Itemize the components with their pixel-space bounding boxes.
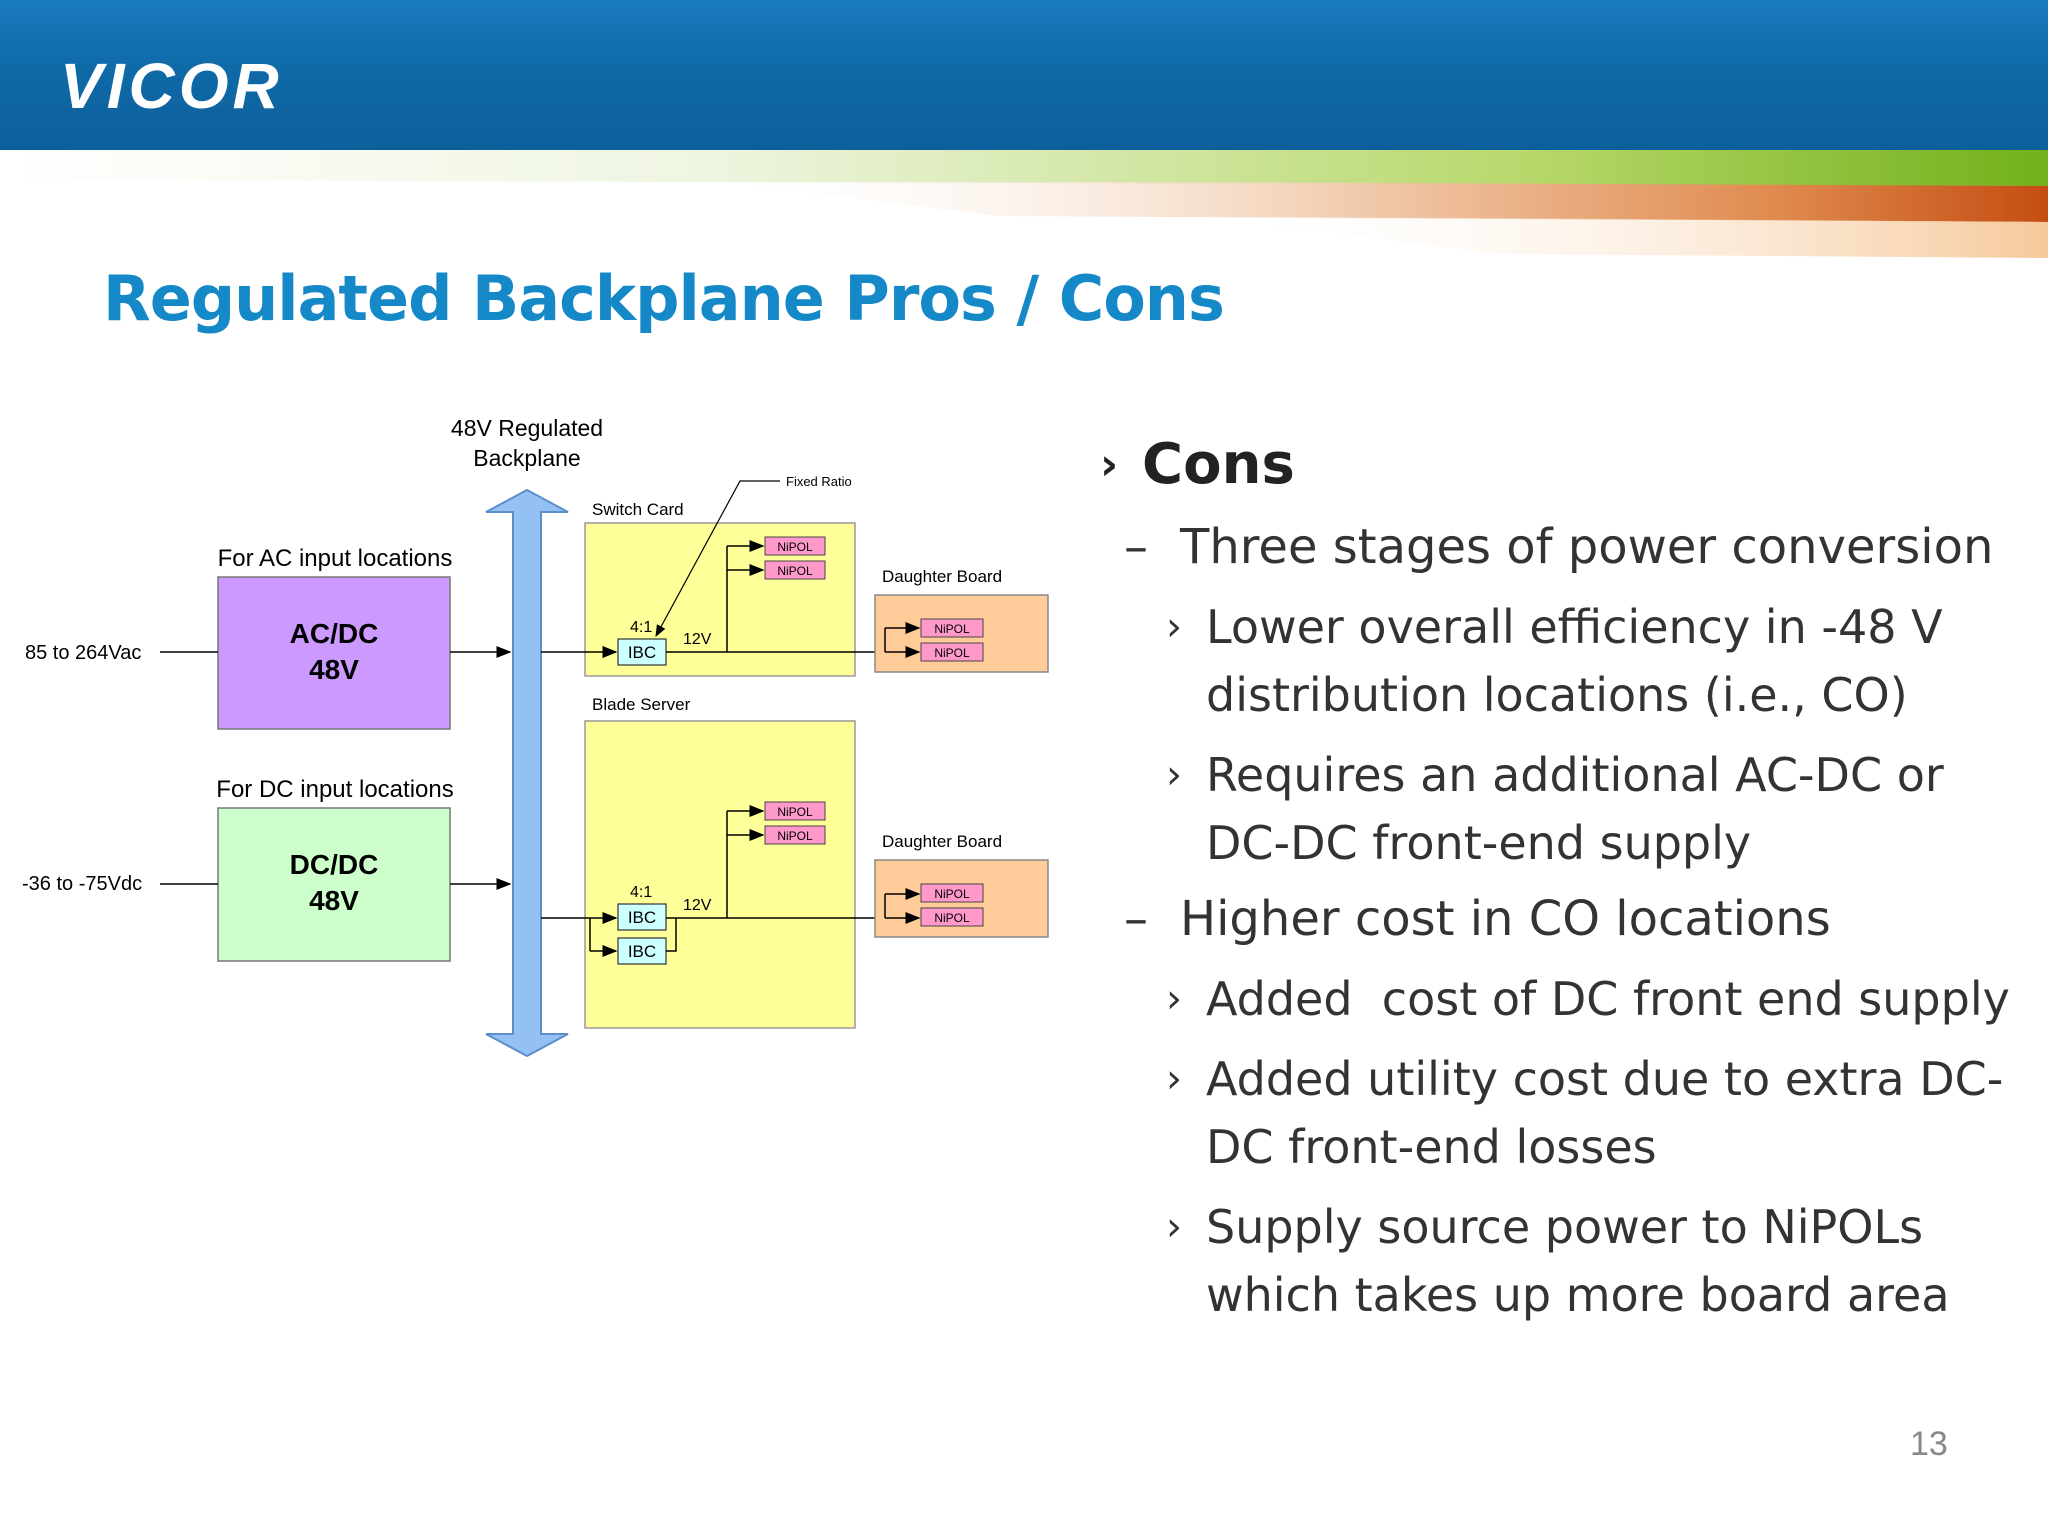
bullet-text: Supply source power to NiPOLs which take… bbox=[1206, 1200, 1950, 1322]
switch-card-label: Switch Card bbox=[592, 500, 684, 519]
vicor-logo: VICOR bbox=[60, 50, 283, 122]
blade-ratio: 4:1 bbox=[630, 884, 652, 901]
switch-nipol-1 bbox=[764, 536, 826, 556]
header-stripe bbox=[0, 150, 2048, 258]
bullet-marker: › bbox=[1166, 1056, 1182, 1102]
db2-nipol-2 bbox=[920, 907, 984, 927]
slide-title: Regulated Backplane Pros / Cons bbox=[103, 262, 1225, 335]
bullet-higher-cost: – Higher cost in CO locations bbox=[1100, 885, 2040, 953]
bullet-text: Higher cost in CO locations bbox=[1180, 891, 1831, 947]
blade-nipol-1-label: NiPOL bbox=[777, 805, 813, 819]
db1-nipol-2 bbox=[920, 642, 984, 662]
bullet-marker: › bbox=[1166, 604, 1182, 650]
bullet-text: Three stages of power conversion bbox=[1180, 519, 1994, 575]
bullet-marker: – bbox=[1124, 519, 1148, 575]
logo-text: VICOR bbox=[60, 50, 283, 122]
blade-server bbox=[584, 720, 856, 1029]
blade-nipol-2 bbox=[764, 825, 826, 845]
switch-nipol-1-label: NiPOL bbox=[777, 540, 813, 554]
bullet-three-stages: – Three stages of power conversion bbox=[1100, 513, 2040, 581]
daughter-board-2-label: Daughter Board bbox=[882, 832, 1002, 851]
ac-input-label: 85 to 264Vac bbox=[25, 642, 141, 664]
db1-nipol-1-label: NiPOL bbox=[934, 622, 970, 636]
dcdc-box-label-1: DC/DC bbox=[290, 849, 379, 880]
bullet-board-area: › Supply source power to NiPOLs which ta… bbox=[1100, 1193, 2040, 1329]
switch-12v: 12V bbox=[683, 631, 712, 648]
bullet-text: Lower overall efficiency in -48 V distri… bbox=[1206, 600, 1943, 722]
switch-nipol-2 bbox=[764, 560, 826, 580]
bullet-marker: › bbox=[1166, 1204, 1182, 1250]
blade-ibc-2-label: IBC bbox=[628, 942, 656, 961]
db2-nipol-2-label: NiPOL bbox=[934, 911, 970, 925]
db1-nipol-1 bbox=[920, 618, 984, 638]
backplane-label-1: 48V Regulated bbox=[451, 415, 603, 441]
power-architecture-diagram: 48V Regulated Backplane For AC input loc… bbox=[22, 415, 1049, 1058]
bullet-marker: › bbox=[1166, 976, 1182, 1022]
blade-nipol-2-label: NiPOL bbox=[777, 829, 813, 843]
bullet-marker: › bbox=[1100, 439, 1119, 490]
bullet-utility-cost: › Added utility cost due to extra DC-DC … bbox=[1100, 1045, 2040, 1181]
bullet-marker: – bbox=[1124, 891, 1148, 947]
blade-ibc-1 bbox=[617, 903, 667, 931]
header-band: VICOR bbox=[0, 0, 2048, 150]
bullet-text: Cons bbox=[1142, 432, 1295, 497]
bullet-text: Added utility cost due to extra DC-DC fr… bbox=[1206, 1052, 2004, 1174]
bullet-text: Requires an additional AC-DC or DC-DC fr… bbox=[1206, 748, 1944, 870]
bullet-lower-efficiency: › Lower overall efficiency in -48 V dist… bbox=[1100, 593, 2040, 729]
bullet-cons-heading: › Cons bbox=[1100, 425, 2040, 505]
db2-nipol-1-label: NiPOL bbox=[934, 887, 970, 901]
backplane-bus-arrow bbox=[485, 488, 569, 1058]
cons-bullet-list: › Cons – Three stages of power conversio… bbox=[1100, 425, 2040, 1329]
acdc-box-label-1: AC/DC bbox=[290, 618, 379, 649]
acdc-box bbox=[217, 576, 451, 730]
switch-nipol-2-label: NiPOL bbox=[777, 564, 813, 578]
dcdc-box-label-2: 48V bbox=[309, 885, 359, 916]
fixed-ratio-pointer bbox=[655, 480, 780, 638]
fixed-ratio-label: Fixed Ratio bbox=[786, 474, 852, 489]
bullet-added-cost: › Added cost of DC front end supply bbox=[1100, 965, 2040, 1033]
dc-input-label: -36 to -75Vdc bbox=[22, 873, 142, 895]
switch-ratio: 4:1 bbox=[630, 619, 652, 636]
acdc-box-label-2: 48V bbox=[309, 654, 359, 685]
bullet-text: Added cost of DC front end supply bbox=[1206, 972, 2010, 1026]
bullet-marker: › bbox=[1166, 752, 1182, 798]
dc-section-label: For DC input locations bbox=[216, 776, 453, 803]
blade-ibc-1-label: IBC bbox=[628, 908, 656, 927]
page-number: 13 bbox=[1910, 1425, 1948, 1463]
blade-12v: 12V bbox=[683, 897, 712, 914]
backplane-label-2: Backplane bbox=[473, 445, 580, 471]
db1-nipol-2-label: NiPOL bbox=[934, 646, 970, 660]
db2-nipol-1 bbox=[920, 883, 984, 903]
blade-nipol-1 bbox=[764, 801, 826, 821]
daughter-board-1-label: Daughter Board bbox=[882, 567, 1002, 586]
blade-server-label: Blade Server bbox=[592, 695, 691, 714]
ac-section-label: For AC input locations bbox=[218, 545, 453, 572]
blade-ibc-2 bbox=[617, 937, 667, 965]
bullet-additional-supply: › Requires an additional AC-DC or DC-DC … bbox=[1100, 741, 2040, 877]
switch-ibc-label: IBC bbox=[628, 643, 656, 662]
